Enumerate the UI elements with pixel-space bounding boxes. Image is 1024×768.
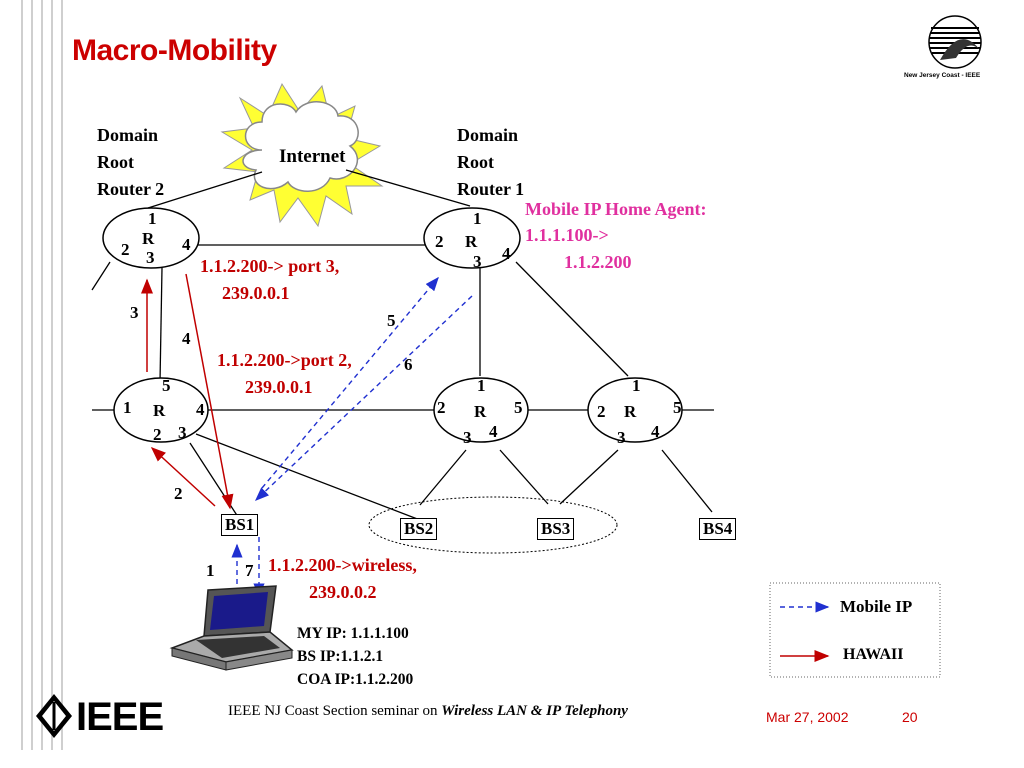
step-1: 1: [206, 561, 215, 580]
rl-port-5: 5: [162, 376, 171, 395]
legend-hawaii-label: HAWAII: [843, 646, 904, 663]
internet-cloud: [220, 82, 384, 228]
wave-logo-icon: [928, 15, 982, 69]
home-agent-line3: 1.1.2.200: [564, 252, 632, 272]
rm-port-5: 5: [514, 398, 523, 417]
network-links: [91, 169, 714, 521]
rm-port-4: 4: [489, 422, 498, 441]
nj-coast-logo-text: New Jersey Coast - IEEE: [904, 72, 981, 79]
hawaii-path: [141, 273, 234, 510]
router1-label-line2: Root: [457, 152, 494, 172]
route1-line1: 1.1.2.200-> port 3,: [200, 256, 340, 276]
nj-coast-logo: New Jersey Coast - IEEE: [900, 14, 1010, 84]
slide-title: Macro-Mobility: [72, 34, 277, 67]
rl-port-4: 4: [196, 400, 205, 419]
rl-port-2: 2: [153, 425, 162, 444]
base-station-bs2: BS2: [400, 518, 438, 540]
rr-port-4: 4: [651, 422, 660, 441]
footer-seminar: IEEE NJ Coast Section seminar on: [228, 703, 442, 719]
route2-line1: 1.1.2.200->port 2,: [217, 350, 352, 370]
r2-port-2: 2: [121, 240, 130, 259]
r1-port-3: 3: [473, 252, 482, 271]
paging-area-ellipse: [368, 496, 618, 554]
route1-line2: 239.0.0.1: [222, 283, 290, 303]
home-agent-line1: Mobile IP Home Agent:: [525, 199, 707, 219]
route2-line2: 239.0.0.1: [245, 377, 313, 397]
step-4: 4: [182, 329, 191, 348]
rl-port-3: 3: [178, 423, 187, 442]
step-6: 6: [404, 355, 413, 374]
laptop-my-ip: MY IP: 1.1.1.100: [297, 625, 409, 642]
r2-letter: R: [142, 229, 155, 248]
step-2: 2: [174, 484, 183, 503]
router-middle: [433, 377, 529, 443]
router2-label-line3: Router 2: [97, 179, 165, 199]
rr-port-1: 1: [632, 376, 641, 395]
home-agent-line2: 1.1.1.100->: [525, 225, 609, 245]
rr-letter: R: [624, 402, 637, 421]
rl-letter: R: [153, 401, 166, 420]
rm-port-3: 3: [463, 428, 472, 447]
r1-port-4: 4: [502, 244, 511, 263]
step-5: 5: [387, 311, 396, 330]
rm-port-2: 2: [437, 398, 446, 417]
router-right: [587, 377, 683, 443]
r1-letter: R: [465, 232, 478, 251]
r2-port-1: 1: [148, 209, 157, 228]
router1-label-line3: Router 1: [457, 179, 525, 199]
slide-decoration: [0, 0, 70, 768]
legend-box: [769, 582, 941, 678]
router-domain-root-2: [102, 207, 200, 269]
step-3: 3: [130, 303, 139, 322]
footer-date: Mar 27, 2002: [766, 709, 849, 725]
laptop-bs-ip: BS IP:1.1.2.1: [297, 648, 384, 665]
rl-port-1: 1: [123, 398, 132, 417]
ieee-logo-text: IEEE: [76, 695, 164, 739]
rr-port-5: 5: [673, 398, 682, 417]
router-left: [113, 377, 209, 443]
base-station-bs4: BS4: [699, 518, 737, 540]
rm-letter: R: [474, 402, 487, 421]
router1-label-line1: Domain: [457, 125, 519, 145]
rr-port-3: 3: [617, 428, 626, 447]
r2-port-3: 3: [146, 248, 155, 267]
route3-line1: 1.1.2.200->wireless,: [268, 555, 417, 575]
rr-port-2: 2: [597, 402, 606, 421]
footer-seminar-topic: Wireless LAN & IP Telephony: [441, 703, 628, 719]
base-station-bs1: BS1: [221, 514, 259, 536]
r1-port-1: 1: [473, 209, 482, 228]
legend-mobile-ip-label: Mobile IP: [840, 597, 913, 616]
internet-label: Internet: [279, 146, 346, 167]
footer-page-number: 20: [902, 709, 918, 725]
mobile-ip-path: [231, 276, 473, 598]
router2-label-line1: Domain: [97, 125, 159, 145]
router2-label-line2: Root: [97, 152, 134, 172]
laptop-coa-ip: COA IP:1.1.2.200: [297, 671, 414, 688]
rm-port-1: 1: [477, 376, 486, 395]
route3-line2: 239.0.0.2: [309, 582, 377, 602]
router-domain-root-1: [423, 207, 521, 269]
base-station-bs3: BS3: [537, 518, 575, 540]
laptop-icon: [169, 585, 294, 671]
decoration-lines: [21, 0, 63, 750]
r1-port-2: 2: [435, 232, 444, 251]
ieee-diamond-icon: [36, 694, 72, 738]
r2-port-4: 4: [182, 235, 191, 254]
step-7: 7: [245, 561, 254, 580]
footer-text: IEEE NJ Coast Section seminar on Wireles…: [228, 703, 628, 720]
